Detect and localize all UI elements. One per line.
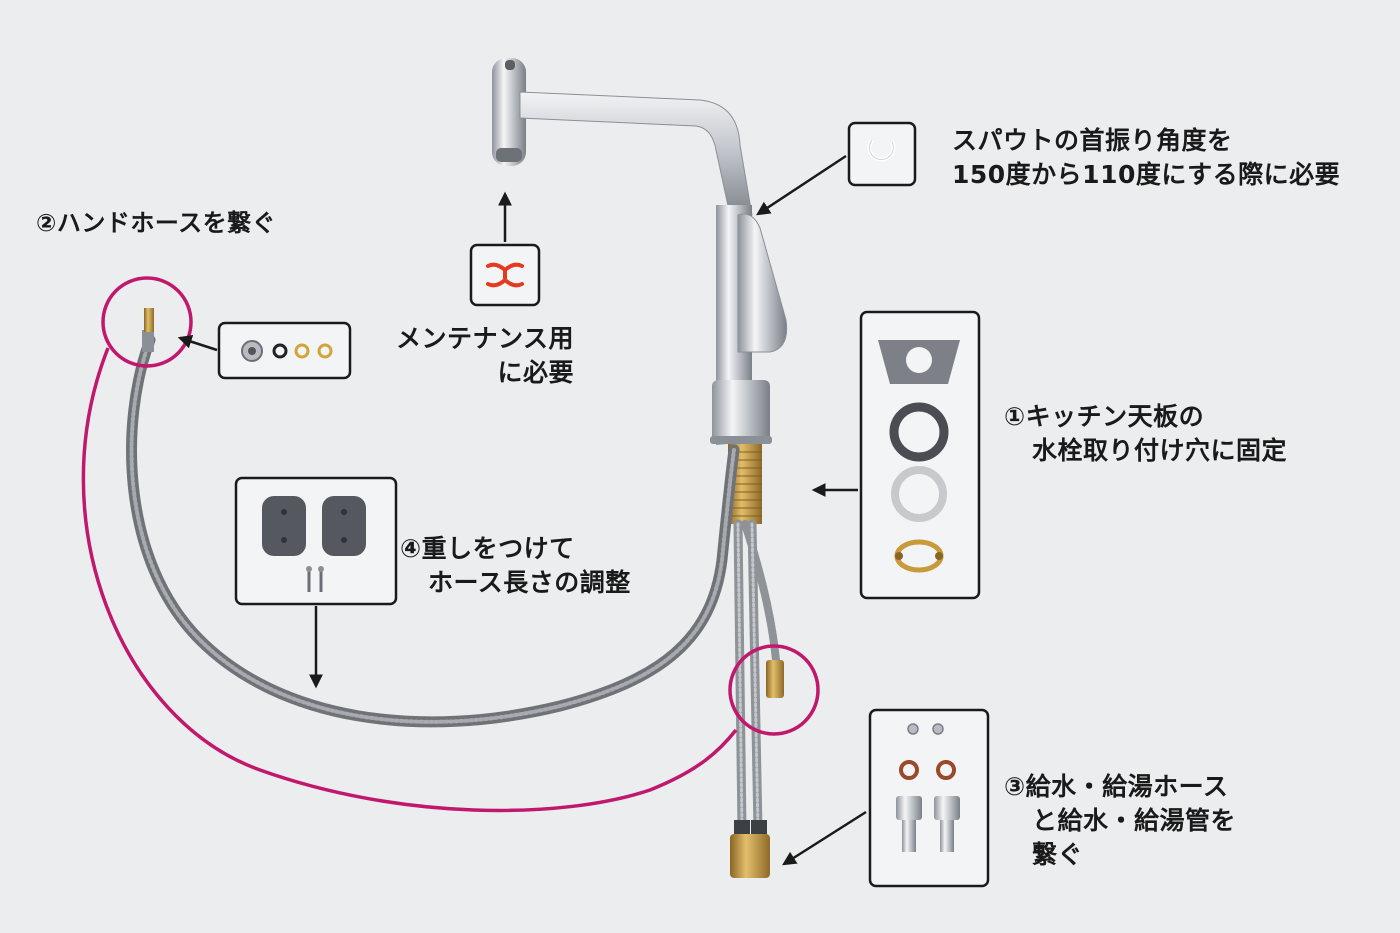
faucet-base [712, 380, 770, 442]
fittings-and-gaskets-icon [896, 723, 960, 852]
arrow-spout [756, 154, 847, 216]
callout-maintenance [469, 243, 541, 307]
label-fix-line-1: ①キッチン天板の [1004, 402, 1205, 431]
label-hand-hose-line-1: ②ハンドホースを繋ぐ [36, 209, 277, 237]
label-weight-line-2: ホース長さの調整 [428, 568, 631, 597]
hose-coupling [766, 660, 784, 698]
highlight-circle-hose-end [101, 276, 193, 368]
callout-fix-parts [859, 310, 981, 600]
callout-weight-parts [234, 476, 398, 606]
spout-arm [519, 91, 753, 216]
label-maintenance: メンテナンス用 に必要 [396, 322, 574, 390]
highlight-markers [81, 276, 820, 813]
hand-hose [126, 334, 740, 728]
highlight-connector [81, 347, 738, 813]
label-hand-hose: ②ハンドホースを繋ぐ [36, 206, 276, 240]
label-supply-line-2: と給水・給湯管を [1032, 806, 1237, 835]
label-supply-line-1: ③給水・給湯ホース [1004, 772, 1229, 801]
label-supply: ③給水・給湯ホース と給水・給湯管を 繋ぐ [1004, 770, 1236, 872]
label-weight-line-1: ④重しをつけて [400, 534, 575, 563]
label-weight: ④重しをつけて ホース長さの調整 [400, 532, 631, 600]
wrench-key-icon [486, 262, 524, 288]
nut-and-washers-icon [241, 340, 333, 362]
label-fix-line-2: 水栓取り付け穴に固定 [1032, 436, 1288, 465]
bottom-fittings [730, 820, 770, 878]
highlight-circle-coupling [728, 644, 820, 736]
faucet [492, 58, 788, 878]
label-supply-line-3: 繋ぐ [1032, 840, 1084, 869]
mounting-plate-and-rings-icon [878, 340, 960, 573]
label-maintenance-line-2: に必要 [497, 358, 575, 387]
label-fix: ①キッチン天板の 水栓取り付け穴に固定 [1004, 400, 1287, 468]
arrow-supply [782, 810, 867, 866]
spray-head [492, 58, 526, 166]
arrow-hand-hose [177, 334, 218, 352]
label-maintenance-line-1: メンテナンス用 [396, 324, 575, 353]
supply-hoses [733, 519, 780, 835]
label-spout: スパウトの首振り角度を 150度から110度にする際に必要 [952, 124, 1340, 192]
lever-handle [737, 213, 788, 353]
callout-spout-clip [847, 121, 917, 187]
label-spout-line-1: スパウトの首振り角度を [952, 126, 1233, 155]
hose-weight-icon [262, 496, 366, 592]
callout-hand-hose-parts [217, 321, 352, 380]
callout-supply-parts [868, 708, 990, 888]
hand-hose-end [142, 308, 154, 352]
label-spout-line-2: 150度から110度にする際に必要 [952, 160, 1341, 189]
